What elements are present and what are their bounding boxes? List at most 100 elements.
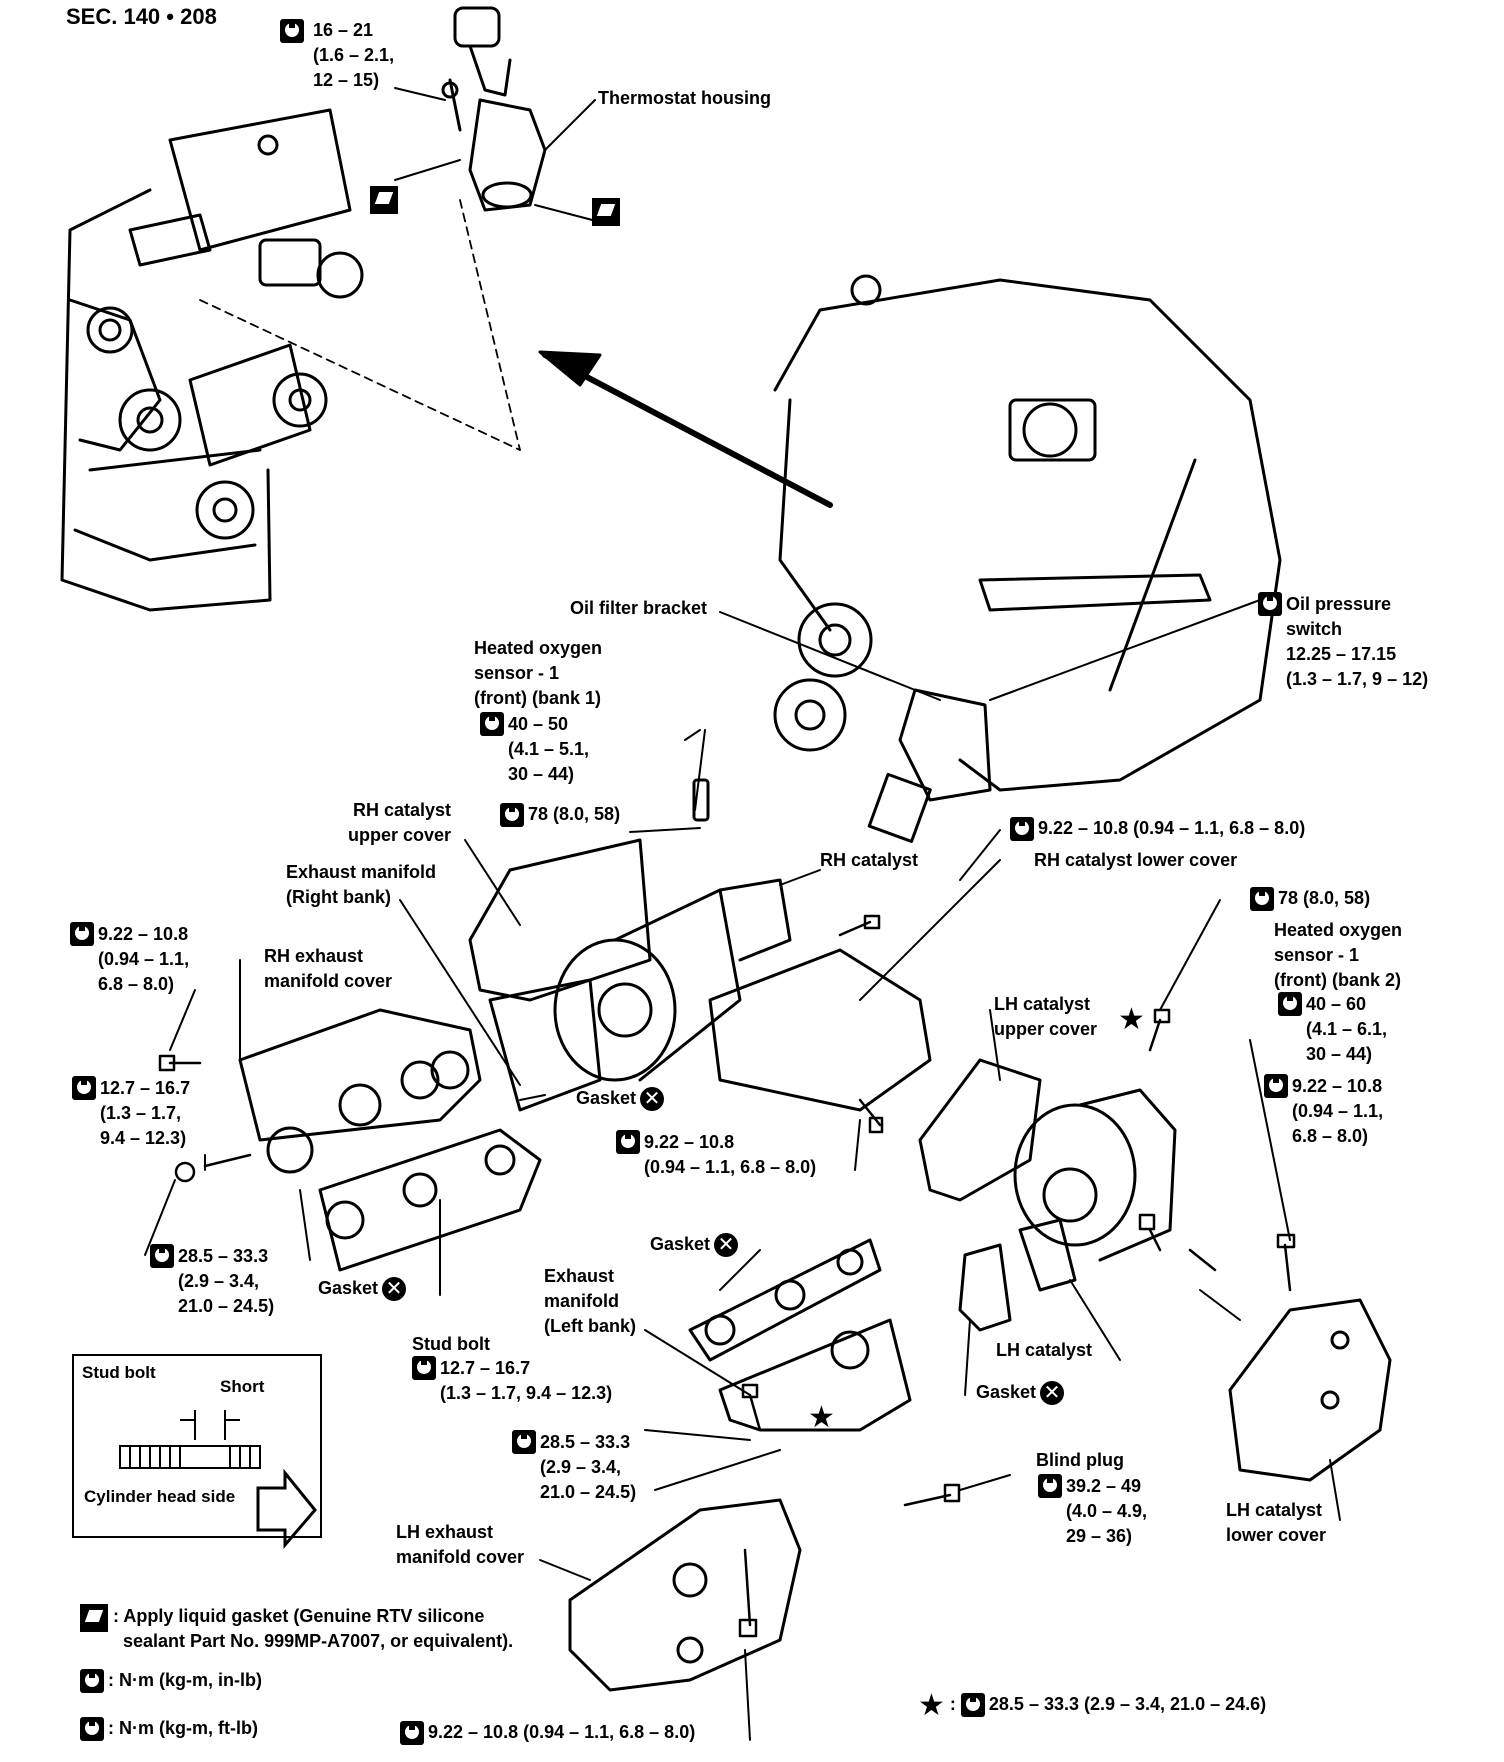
discard-x-icon: ✕ [714,1233,739,1258]
torque-wrench-icon [1038,1474,1062,1498]
legend-star-torque-text: 28.5 – 33.3 (2.9 – 3.4, 21.0 – 24.6) [988,1694,1267,1714]
gasket-2-callout: Gasket✕ [650,1232,739,1258]
blind-plug-label: Blind plug [1036,1450,1124,1470]
legend-bottom-torque: 9.22 – 10.8 (0.94 – 1.1, 6.8 – 8.0) [400,1720,696,1746]
blind-plug-torque-callout: 39.2 – 49 (4.0 – 4.9, 29 – 36) [1038,1474,1147,1549]
torque-wrench-icon [80,1669,104,1694]
stud-bolt-inset [72,1354,322,1538]
inset-cylinder-head-side: Cylinder head side [84,1487,236,1506]
torque-28-b-spec: 28.5 – 33.3 (2.9 – 3.4, 21.0 – 24.5) [540,1432,637,1502]
torque-78-spec-b: 78 (8.0, 58) [1278,888,1371,908]
torque-mid-spec: 9.22 – 10.8 (0.94 – 1.1, 6.8 – 8.0) [644,1132,817,1177]
torque-left-a-callout: 9.22 – 10.8 (0.94 – 1.1, 6.8 – 8.0) [70,922,189,997]
torque-28-b-callout: 28.5 – 33.3 (2.9 – 3.4, 21.0 – 24.5) [512,1430,636,1505]
torque-wrench-icon [500,803,524,828]
lh-catalyst-upper-cover-label: LH catalyst upper cover [994,994,1098,1039]
torque-wrench-icon [616,1130,640,1154]
rh-catalyst-label: RH catalyst [820,850,919,870]
torque-right-b-spec: 9.22 – 10.8 (0.94 – 1.1, 6.8 – 8.0) [1292,1076,1384,1146]
torque-wrench-icon [1264,1074,1288,1098]
discard-x-icon: ✕ [382,1277,407,1302]
rh-exhaust-manifold-cover-label: RH exhaust manifold cover [264,946,393,991]
star-icon: ★ [808,1400,835,1434]
star-icon: ★ [918,1688,945,1722]
gasket-3-callout: Gasket✕ [318,1276,407,1302]
inset-short-label: Short [220,1377,265,1396]
ho2s-bank2-label: Heated oxygen sensor - 1 (front) (bank 2… [1274,920,1403,990]
blind-plug-torque: 39.2 – 49 (4.0 – 4.9, 29 – 36) [1066,1476,1148,1546]
gasket-3-label: Gasket [318,1278,379,1298]
liquid-gasket-icon-right [592,198,620,226]
torque-wrench-icon [1010,817,1034,842]
torque-wrench-icon [1258,592,1282,616]
liquid-gasket-icon [80,1604,108,1632]
exhaust-manifold-left-label: Exhaust manifold (Left bank) [544,1266,636,1336]
ho2s-bank1-label: Heated oxygen sensor - 1 (front) (bank 1… [474,638,603,708]
lh-catalyst-drawing [1013,1088,1177,1292]
gasket-4-callout: Gasket✕ [976,1380,1065,1406]
lh-catalyst-label: LH catalyst [996,1340,1093,1360]
torque-wrench-icon [70,922,94,946]
stud-bolt-inset-drawing [119,1410,317,1550]
engine-front-view [60,108,364,612]
torque-78-spec-a: 78 (8.0, 58) [528,804,621,824]
thermostat-torque-callout: 16 – 21 (1.6 – 2.1, 12 – 15) [280,18,394,93]
torque-wrench-icon [480,712,504,736]
exhaust-manifold-right-label: Exhaust manifold (Right bank) [286,862,437,907]
discard-x-icon: ✕ [640,1087,665,1112]
thermostat-housing-drawing [441,6,547,212]
torque-mid-callout: 9.22 – 10.8 (0.94 – 1.1, 6.8 – 8.0) [616,1130,816,1180]
stud-bolt-label: Stud bolt [412,1334,490,1354]
torque-left-a-spec: 9.22 – 10.8 (0.94 – 1.1, 6.8 – 8.0) [98,924,190,994]
oil-pressure-switch-label: Oil pressure switch 12.25 – 17.15 (1.3 –… [1286,594,1429,689]
lh-catalyst-lower-cover-label: LH catalyst lower cover [1226,1500,1327,1545]
gasket-4-label: Gasket [976,1382,1037,1402]
torque-wrench-icon [80,1717,104,1742]
legend-bottom-torque-text: 9.22 – 10.8 (0.94 – 1.1, 6.8 – 8.0) [428,1722,696,1742]
star-marker-upper: ★ [1118,1004,1145,1034]
engine-rear-view [773,274,1282,843]
legend-nm-in-lb-text: : N·m (kg-m, in-lb) [108,1670,262,1690]
discard-x-icon: ✕ [1040,1381,1065,1406]
rh-catalyst-upper-cover-label: RH catalyst upper cover [348,800,452,845]
liquid-gasket-icon-left [370,186,398,214]
torque-78-callout-a: 78 (8.0, 58) [500,802,621,828]
torque-12-7-a-callout: 12.7 – 16.7 (1.3 – 1.7, 9.4 – 12.3) [72,1076,190,1151]
torque-12-7-b-callout: 12.7 – 16.7 (1.3 – 1.7, 9.4 – 12.3) [412,1356,612,1406]
torque-28-a-callout: 28.5 – 33.3 (2.9 – 3.4, 21.0 – 24.5) [150,1244,274,1319]
ho2s-bank1-torque-callout: 40 – 50 (4.1 – 5.1, 30 – 44) [480,712,589,787]
thermostat-torque-spec: 16 – 21 (1.6 – 2.1, 12 – 15) [313,20,395,90]
rh-lower-cover-torque: 9.22 – 10.8 (0.94 – 1.1, 6.8 – 8.0) [1038,818,1306,838]
rh-catalyst-lower-cover-label: RH catalyst lower cover [1034,850,1238,870]
gasket-1-callout: Gasket✕ [576,1086,665,1112]
torque-wrench-icon [960,1693,985,1718]
torque-12-7-b-spec: 12.7 – 16.7 (1.3 – 1.7, 9.4 – 12.3) [440,1358,613,1403]
legend-nm-ft-lb: : N·m (kg-m, ft-lb) [80,1716,258,1742]
rh-catalyst-drawing [553,878,792,1082]
torque-wrench-icon [1278,992,1302,1016]
legend-star-torque: ★ : 28.5 – 33.3 (2.9 – 3.4, 21.0 – 24.6) [918,1688,1267,1722]
legend-nm-ft-lb-text: : N·m (kg-m, ft-lb) [108,1718,258,1738]
gasket-1-label: Gasket [576,1088,637,1108]
lh-exhaust-manifold-cover-label: LH exhaust manifold cover [396,1522,525,1567]
legend-liquid-gasket-text: : Apply liquid gasket (Genuine RTV silic… [113,1606,514,1651]
torque-28-a-spec: 28.5 – 33.3 (2.9 – 3.4, 21.0 – 24.5) [178,1246,275,1316]
inset-title: Stud bolt [82,1363,156,1382]
torque-wrench-icon [400,1721,424,1746]
torque-12-7-a-spec: 12.7 – 16.7 (1.3 – 1.7, 9.4 – 12.3) [100,1078,191,1148]
torque-wrench-icon [280,19,304,44]
legend-liquid-gasket: : Apply liquid gasket (Genuine RTV silic… [80,1604,513,1654]
torque-wrench-icon [412,1356,436,1380]
oil-pressure-switch-callout: Oil pressure switch 12.25 – 17.15 (1.3 –… [1258,592,1428,692]
torque-78-callout-b: 78 (8.0, 58) [1250,886,1371,912]
thermostat-housing-label: Thermostat housing [598,88,772,108]
rh-lower-cover-torque-callout: 9.22 – 10.8 (0.94 – 1.1, 6.8 – 8.0) [1010,816,1306,842]
ho2s-bank1-torque: 40 – 50 (4.1 – 5.1, 30 – 44) [508,714,590,784]
ho2s-bank2-torque: 40 – 60 (4.1 – 6.1, 30 – 44) [1306,994,1388,1064]
torque-wrench-icon [512,1430,536,1454]
torque-wrench-icon [1250,887,1274,912]
star-icon: ★ [1118,1002,1145,1036]
star-marker-lower: ★ [808,1402,835,1432]
